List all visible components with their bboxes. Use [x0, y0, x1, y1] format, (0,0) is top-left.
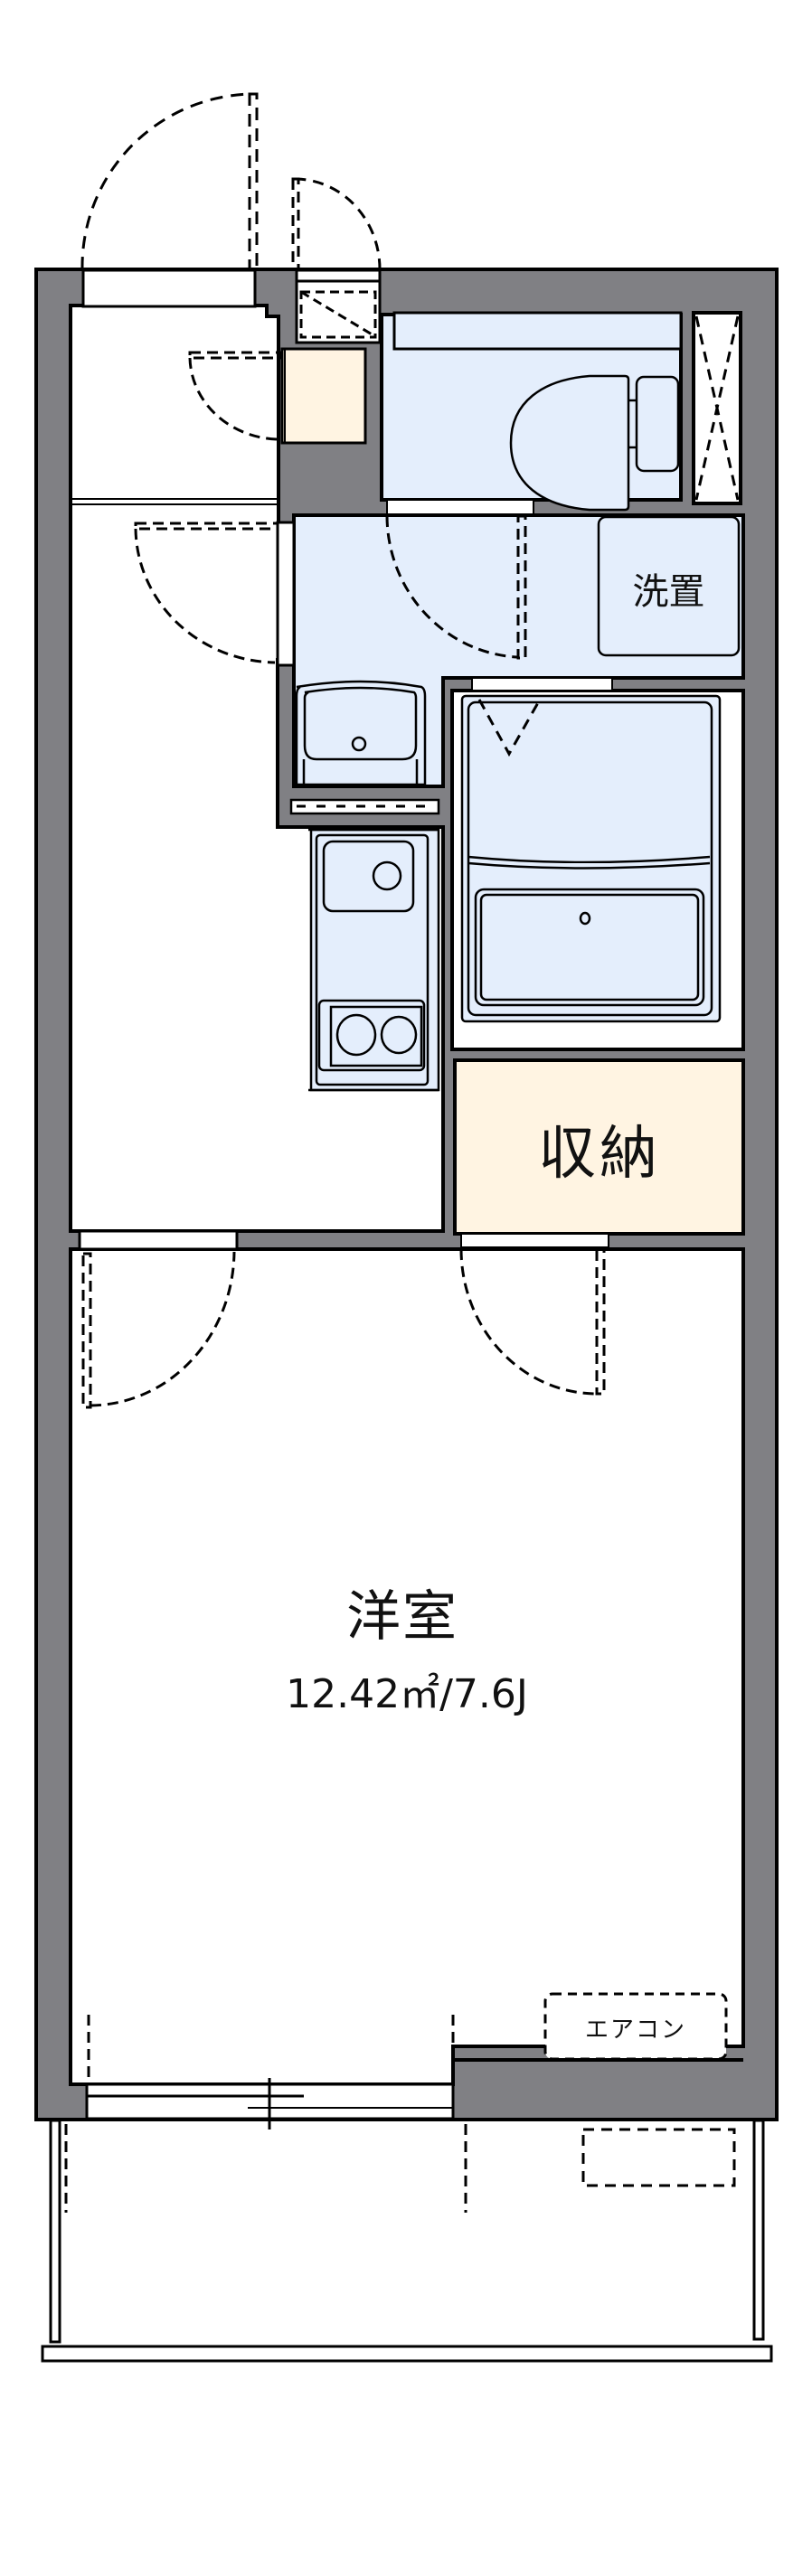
bath-folding-door: [477, 699, 542, 757]
western-room: [69, 1247, 745, 2086]
sliding-window[interactable]: [85, 2078, 455, 2129]
ventilation-shaft: [692, 311, 742, 505]
storage-door-swing: [459, 1247, 606, 1396]
washing-machine-area: [597, 515, 741, 657]
storage-door-opening[interactable]: [460, 1233, 609, 1248]
toilet-icon: [509, 374, 680, 512]
stove-icon: [317, 999, 426, 1072]
balcony: [41, 2119, 773, 2363]
air-conditioner-label: エアコン: [584, 2017, 686, 2044]
ac-outdoor-unit: [581, 2128, 736, 2187]
curtain-lines: [64, 2015, 467, 2213]
washroom-door-swing: [134, 522, 279, 664]
washroom-door-opening[interactable]: [276, 521, 296, 667]
room-door-opening[interactable]: [78, 1229, 239, 1251]
bath-door-opening[interactable]: [471, 677, 613, 691]
bathtub-icon: [467, 855, 711, 1007]
shoe-cabinet[interactable]: [280, 347, 367, 445]
shoe-cabinet-door-swing: [188, 351, 282, 441]
toilet-door-swing: [385, 514, 527, 660]
meter-box-door-swing: [291, 177, 382, 271]
storage-label: 収納: [538, 1121, 661, 1188]
western-room-label: 洋室: [346, 1585, 458, 1649]
entrance-door-opening[interactable]: [81, 268, 257, 308]
storage-closet: [453, 1058, 745, 1236]
washing-machine-label: 洗置: [632, 571, 705, 613]
entrance-door-swing: [80, 92, 259, 271]
western-room-area: 12.42㎡/7.6J: [286, 1671, 528, 1717]
washbasin-vanity: [295, 680, 427, 786]
ac-indoor-unit: [543, 1992, 728, 2061]
room-door-swing: [81, 1251, 236, 1409]
kitchen-sink-icon: [322, 840, 415, 913]
pipe-space: [289, 798, 440, 815]
